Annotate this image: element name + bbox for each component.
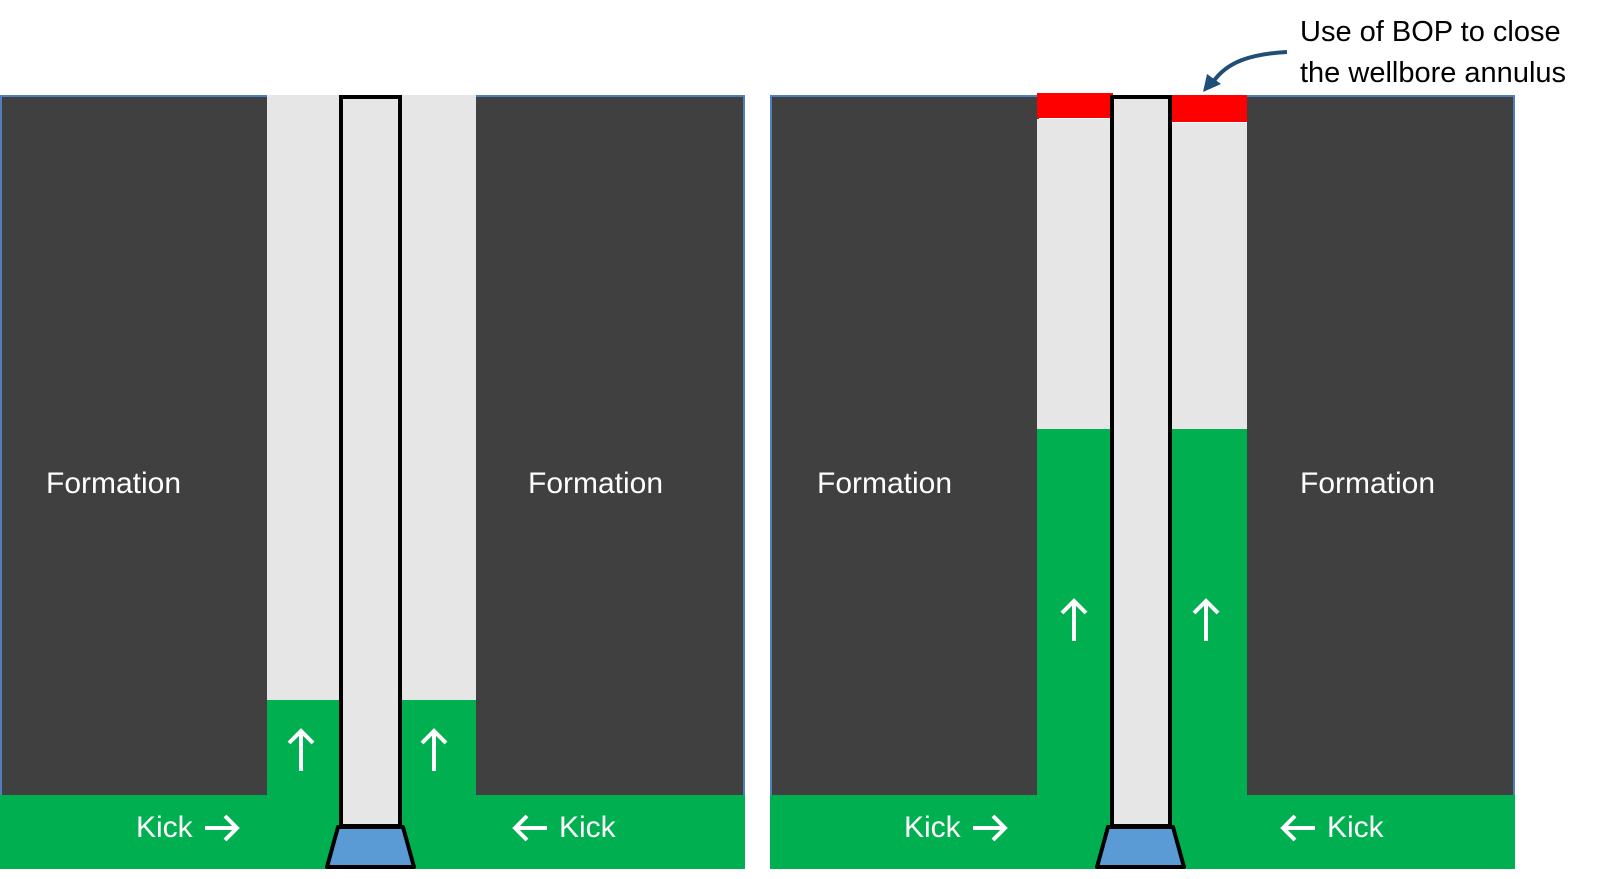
- callout-line-2: the wellbore annulus: [1300, 57, 1567, 89]
- callout-line-1: Use of BOP to close: [1300, 16, 1561, 48]
- diagram-open-well: Formation Formation Kick Kick: [0, 95, 745, 869]
- kick-text: Kick: [559, 811, 616, 844]
- drill-pipe: [339, 95, 402, 828]
- arrow-up-icon: [1060, 598, 1088, 641]
- formation-label: Formation: [46, 467, 182, 500]
- formation-right: Formation: [476, 95, 745, 797]
- bop-callout: Use of BOP to close the wellbore annulus: [1300, 12, 1566, 94]
- drill-bit-icon: [1095, 825, 1186, 869]
- kick-text: Kick: [1327, 811, 1384, 844]
- arrow-left-icon: [1280, 814, 1315, 842]
- arrow-up-icon: [420, 728, 448, 771]
- arrow-left-icon: [512, 814, 547, 842]
- arrow-right-icon: [204, 814, 240, 842]
- kick-label-right: Kick: [509, 811, 616, 845]
- bop-seal-left: [1037, 93, 1113, 118]
- kick-text: Kick: [136, 811, 193, 844]
- drill-pipe: [1110, 95, 1172, 828]
- formation-left: Formation: [770, 95, 1039, 797]
- formation-right: Formation: [1247, 95, 1515, 797]
- callout-arrow-icon: [1203, 50, 1288, 92]
- arrow-up-icon: [287, 728, 315, 771]
- annulus-mud-right: [1168, 123, 1247, 429]
- annulus-mud-left: [1037, 119, 1113, 429]
- kick-label-left: Kick: [136, 811, 243, 845]
- formation-label: Formation: [1300, 467, 1436, 500]
- formation-label: Formation: [528, 467, 664, 500]
- formation-label: Formation: [817, 467, 953, 500]
- bop-seal-right: [1168, 95, 1247, 122]
- diagram-bop-closed: Formation Formation Kick Kick: [770, 93, 1515, 869]
- kick-label-left: Kick: [904, 811, 1011, 845]
- drill-bit-icon: [325, 825, 416, 869]
- arrow-right-icon: [972, 814, 1008, 842]
- arrow-up-icon: [1192, 598, 1220, 641]
- formation-left: Formation: [0, 95, 267, 797]
- kick-label-right: Kick: [1277, 811, 1384, 845]
- kick-text: Kick: [904, 811, 961, 844]
